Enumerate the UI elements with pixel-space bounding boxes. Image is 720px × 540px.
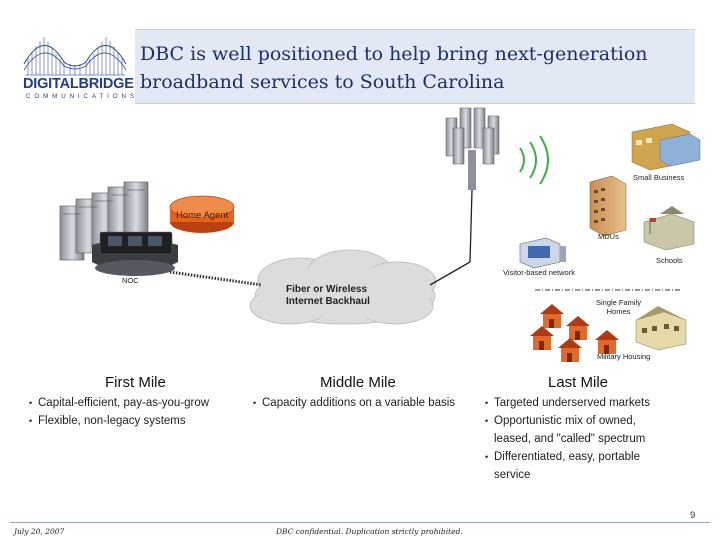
server-rack-icon [59,181,149,261]
logo-wordmark: DIGITALBRIDGE [23,76,134,92]
footer-date: July 20, 2007 [14,527,65,536]
home-agent-router-icon [169,195,235,233]
page-number: 9 [690,510,696,521]
fiber-link [169,270,263,287]
list-item: Capacity additions on a variable basis [253,394,479,412]
list-item: Flexible, non-legacy systems [29,412,250,430]
list-item: Differentiated, easy, portable service [485,448,676,484]
digitalbridge-logo [20,34,130,78]
single-family-label-line2: Homes [606,307,631,316]
home-agent-label: Home Agent [176,210,229,221]
list-item: Opportunistic mix of owned, leased, and … [485,412,676,448]
visitor-network-icon [519,237,566,269]
military-housing-icon [635,306,687,351]
last-mile-heading: Last Mile [548,374,609,391]
small-business-label: Small Business [633,173,685,182]
first-mile-heading: First Mile [105,374,166,391]
backhaul-label: Fiber or Wireless Internet Backhaul [286,284,370,308]
noc-label: NOC [122,276,139,285]
backhaul-label-line1: Fiber or Wireless [286,284,368,295]
noc-desk-icon [92,231,178,276]
single-family-label: Single Family Homes [596,298,641,316]
wireless-signal-icon [519,135,549,185]
cell-tower-icon [445,107,500,190]
list-item: Capital-efficient, pay-as-you-grow [29,394,250,412]
slide-title: DBC is well positioned to help bring nex… [140,43,648,93]
list-item: Targeted underserved markets [485,394,676,412]
title-banner [135,29,695,104]
small-business-icon [631,123,701,171]
schools-label: Schools [656,256,683,265]
visitor-network-label: Visitor-based network [503,268,575,277]
logo-subtitle: COMMUNICATIONS [26,93,138,100]
tower-feed-line [469,189,473,263]
middle-mile-heading: Middle Mile [320,374,396,391]
single-family-label-line1: Single Family [596,298,642,307]
middle-mile-list: Capacity additions on a variable basis [253,394,479,412]
military-housing-label: Military Housing [597,352,651,361]
last-mile-list: Targeted underserved markets Opportunist… [485,394,676,484]
footer-divider [10,522,710,523]
mdu-building-icon [589,175,627,237]
school-building-icon [643,206,695,251]
mdus-label: MDUs [598,232,619,241]
backhaul-label-line2: Internet Backhaul [286,296,370,307]
footer-confidential: DBC confidential. Duplication strictly p… [276,527,463,536]
single-family-homes-icon [530,304,619,362]
first-mile-list: Capital-efficient, pay-as-you-grow Flexi… [29,394,250,430]
